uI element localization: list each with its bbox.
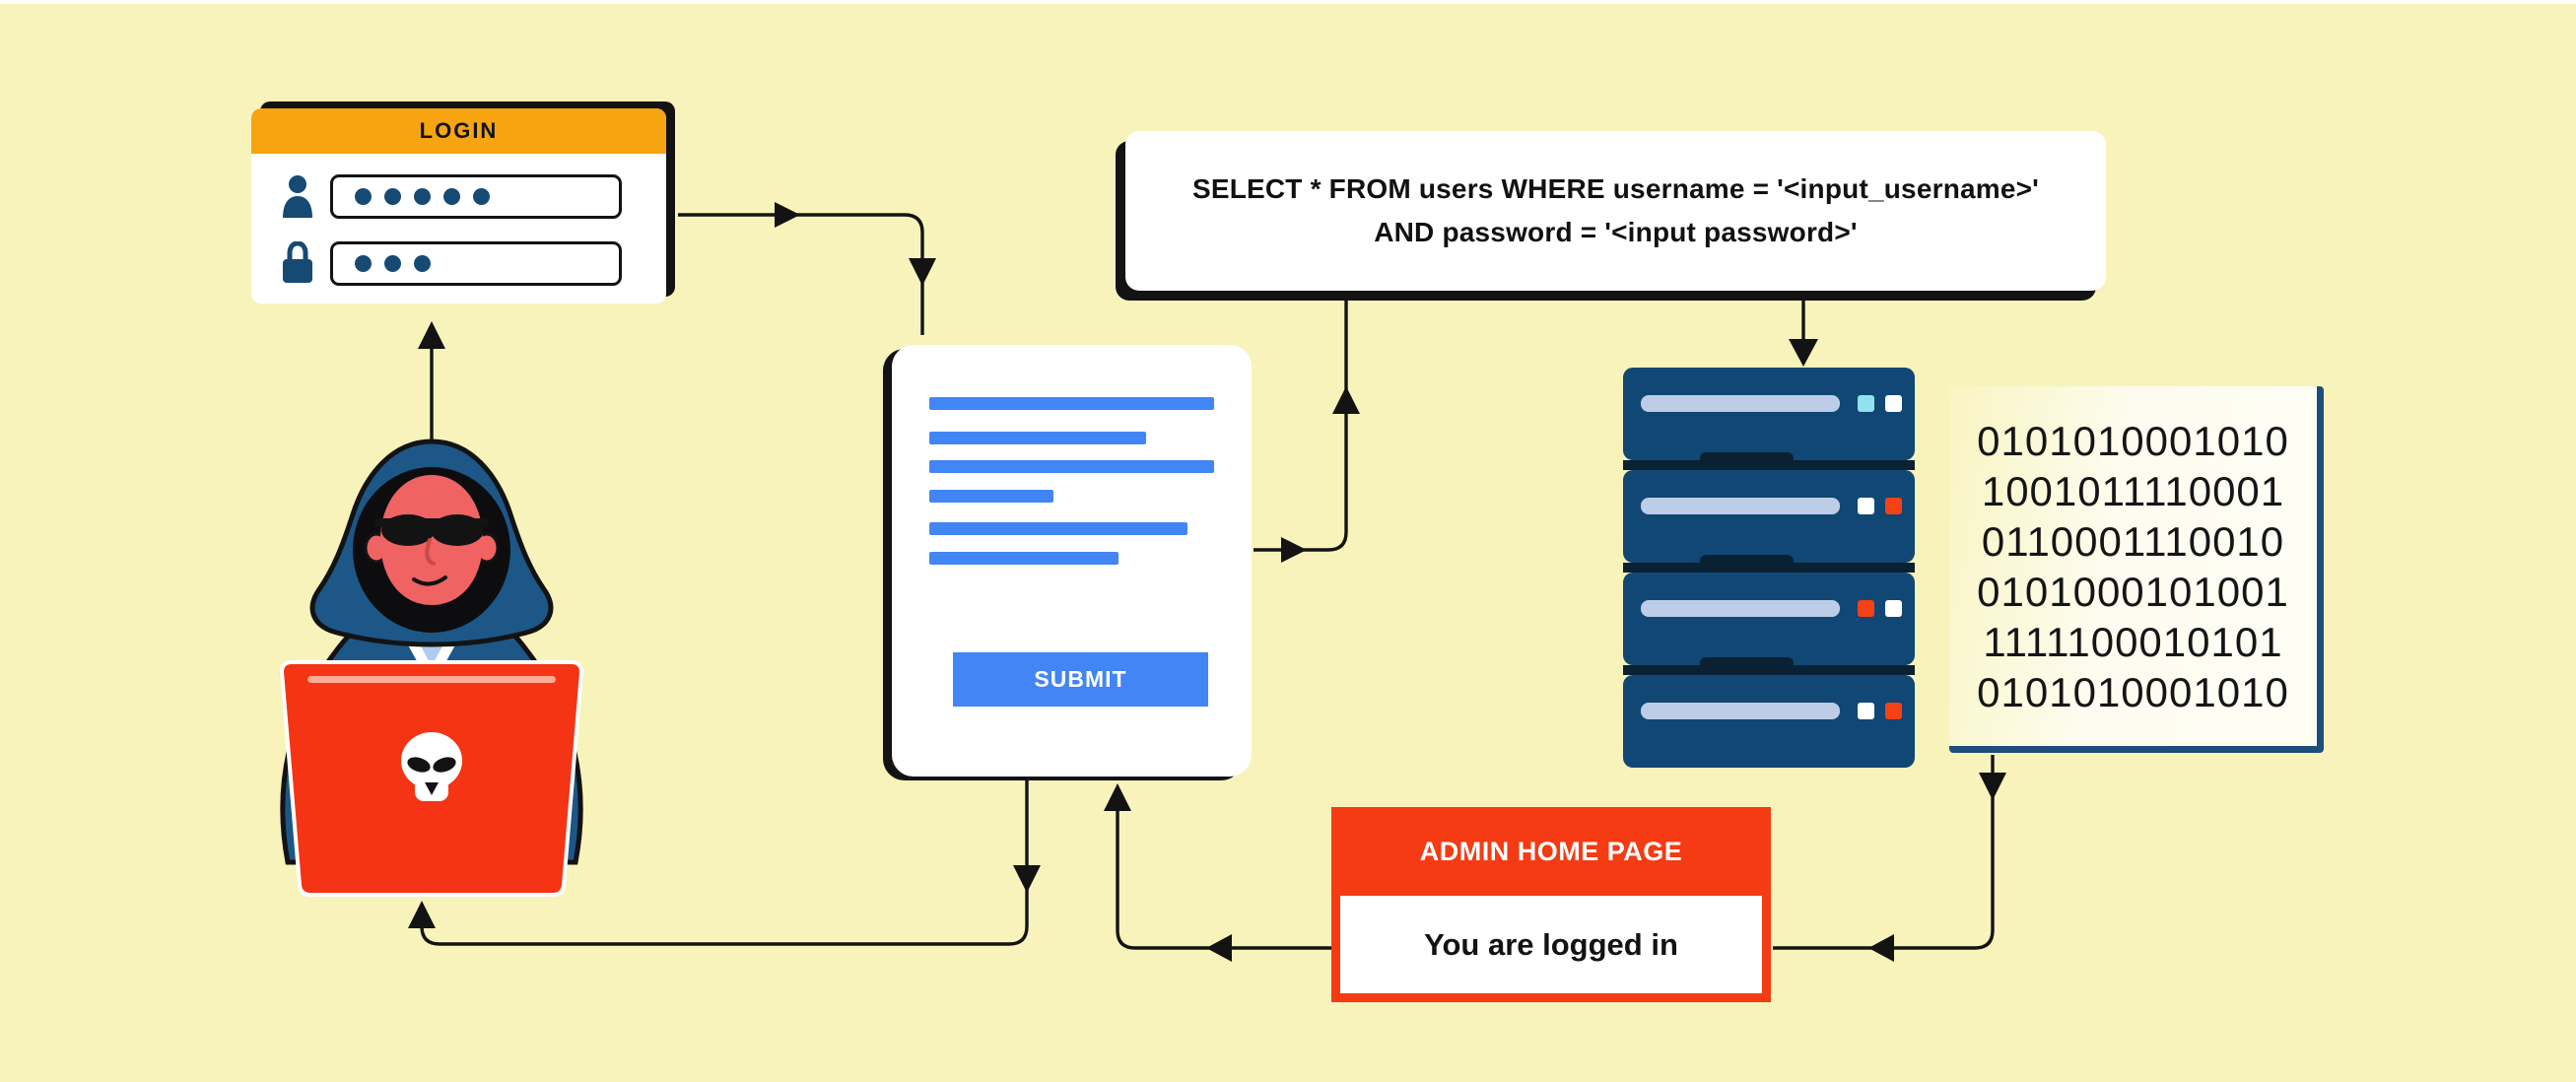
credential-dot [355, 187, 372, 205]
user-icon [279, 173, 316, 219]
admin-page-title: ADMIN HOME PAGE [1419, 836, 1683, 866]
arrow-admin-to-form [1104, 783, 1331, 962]
lock-icon [279, 240, 316, 286]
led-light [1885, 498, 1902, 514]
arrow-form-to-hacker [408, 778, 1041, 946]
credential-dot [443, 187, 460, 205]
credential-dot [355, 254, 372, 272]
server-unit [1623, 368, 1915, 466]
credential-dot [384, 187, 401, 205]
binary-line: 1001011110001 [1981, 467, 2285, 514]
password-row [279, 240, 622, 286]
text-line-placeholder [929, 522, 1187, 535]
led-light [1885, 395, 1902, 412]
led-light [1858, 703, 1874, 719]
binary-line: 0110001110010 [1981, 517, 2285, 565]
text-line-placeholder [929, 552, 1119, 565]
server-unit [1623, 675, 1915, 768]
username-row [279, 173, 622, 219]
sql-query-box: SELECT * FROM users WHERE username = '<i… [1125, 131, 2106, 291]
login-card: LOGIN [251, 108, 666, 304]
drive-slot [1641, 498, 1840, 514]
credential-dot [473, 187, 490, 205]
binary-line: 0101010001010 [1977, 668, 2289, 715]
admin-page-card: ADMIN HOME PAGE You are logged in [1331, 807, 1771, 1002]
form-document: SUBMIT [892, 345, 1252, 777]
binary-line: 0101010001010 [1977, 417, 2289, 464]
drive-slot [1641, 600, 1840, 617]
server-separator [1623, 460, 1915, 470]
led-light [1858, 498, 1874, 514]
server-unit [1623, 573, 1915, 671]
hacker-illustration [279, 439, 584, 897]
top-edge-strip [0, 0, 2576, 4]
admin-message: You are logged in [1424, 926, 1678, 962]
credential-dot [414, 254, 431, 272]
arrow-login-to-form [678, 202, 936, 335]
led-light [1858, 600, 1874, 617]
binary-line: 0101000101001 [1977, 568, 2289, 615]
submit-button-label: SUBMIT [1034, 666, 1127, 692]
server-separator [1623, 563, 1915, 573]
arrow-binary-to-admin [1773, 755, 2006, 962]
sunglasses-icon [374, 514, 489, 546]
arrow-form-to-sql [1254, 294, 1360, 563]
username-input[interactable] [330, 173, 622, 219]
text-line-placeholder [929, 432, 1146, 444]
admin-page-body: You are logged in [1340, 896, 1762, 993]
arrow-hacker-to-login [418, 321, 445, 445]
server-unit [1623, 470, 1915, 569]
led-light [1885, 600, 1902, 617]
laptop [279, 660, 584, 897]
text-line-placeholder [929, 490, 1053, 503]
binary-line: 1111100010101 [1983, 618, 2283, 665]
arrow-sql-to-server [1789, 292, 1818, 367]
credential-dot [414, 187, 431, 205]
drive-slot [1641, 395, 1840, 412]
credential-dot [384, 254, 401, 272]
text-line-placeholder [929, 397, 1214, 410]
led-light [1885, 703, 1902, 719]
server-stack [1623, 368, 1915, 777]
admin-page-header: ADMIN HOME PAGE [1331, 807, 1771, 896]
server-separator [1623, 665, 1915, 675]
drive-slot [1641, 703, 1840, 719]
skull-icon [401, 732, 462, 801]
text-line-placeholder [929, 460, 1214, 473]
login-card-header: LOGIN [251, 108, 666, 154]
login-title: LOGIN [419, 118, 499, 143]
binary-output-panel: 0101010001010 1001011110001 011000111001… [1949, 386, 2324, 753]
led-light [1858, 395, 1874, 412]
sql-line-1: SELECT * FROM users WHERE username = '<i… [1191, 173, 2040, 204]
sql-line-2: AND password = '<input password>' [1374, 217, 1858, 247]
password-input[interactable] [330, 240, 622, 286]
submit-button[interactable]: SUBMIT [953, 652, 1208, 707]
